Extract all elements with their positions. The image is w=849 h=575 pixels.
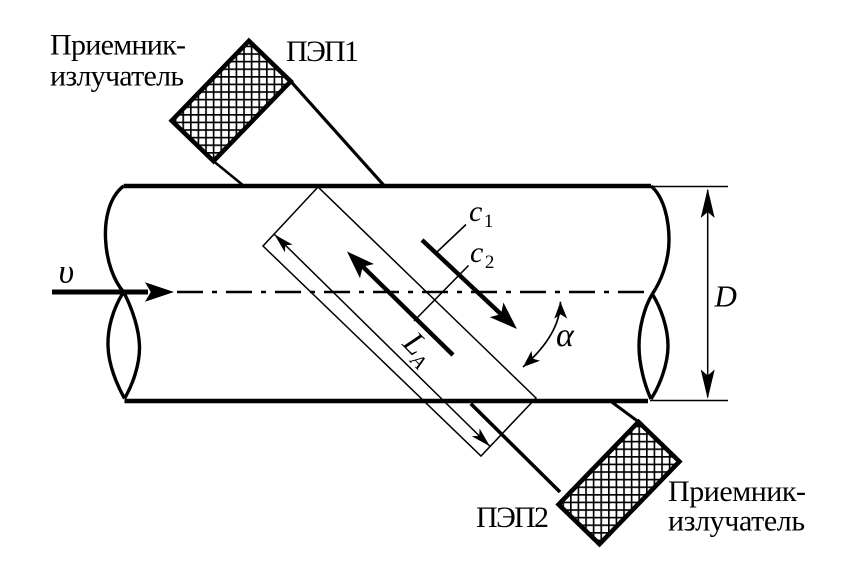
svg-text:Приемник-: Приемник-	[50, 29, 186, 62]
svg-text:излучатель: излучатель	[668, 504, 805, 537]
svg-text:α: α	[556, 317, 575, 354]
svg-text:D: D	[714, 279, 737, 314]
svg-text:ПЭП2: ПЭП2	[476, 501, 549, 534]
svg-text:Приемник-: Приемник-	[668, 475, 806, 508]
svg-text:ПЭП1: ПЭП1	[286, 35, 359, 68]
svg-text:излучатель: излучатель	[50, 60, 184, 93]
svg-text:υ: υ	[59, 254, 75, 291]
